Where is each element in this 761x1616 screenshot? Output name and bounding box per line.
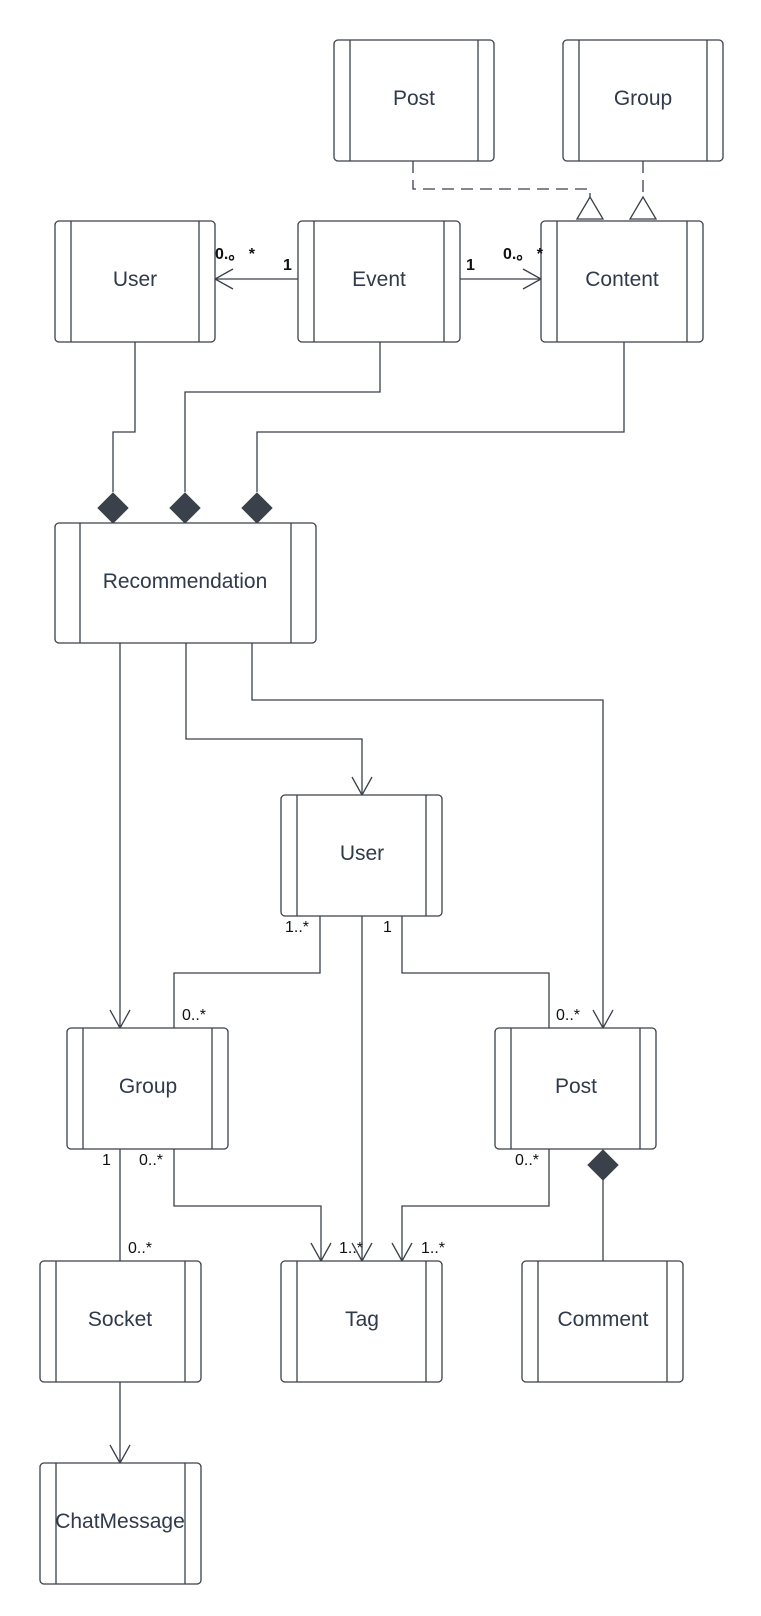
class-post-top[interactable]: Post bbox=[333, 39, 495, 162]
multiplicity-label: 1 bbox=[466, 257, 475, 274]
class-chatmessage[interactable]: ChatMessage bbox=[39, 1462, 202, 1585]
class-event[interactable]: Event bbox=[297, 220, 461, 343]
multiplicity-label: 1..* bbox=[339, 1240, 363, 1257]
edge-post-tag bbox=[401, 1149, 550, 1261]
composition-diamond bbox=[241, 492, 273, 524]
multiplicity-label: 0..* bbox=[182, 1007, 206, 1024]
edge-content-recommendation bbox=[256, 342, 625, 492]
edge-group-tag bbox=[173, 1149, 322, 1261]
class-tag[interactable]: Tag bbox=[280, 1260, 443, 1383]
composition-diamond bbox=[97, 492, 129, 524]
class-post[interactable]: Post bbox=[494, 1027, 657, 1150]
multiplicity-label: 0.。 * bbox=[503, 246, 544, 263]
class-label: Event bbox=[352, 268, 406, 291]
generalization-arrowhead bbox=[628, 195, 658, 220]
multiplicity-label: 1 bbox=[102, 1152, 111, 1169]
class-user-mid[interactable]: User bbox=[280, 794, 443, 917]
class-socket[interactable]: Socket bbox=[39, 1260, 202, 1383]
class-label: Recommendation bbox=[103, 570, 268, 593]
class-content[interactable]: Content bbox=[540, 220, 704, 343]
class-label: Comment bbox=[557, 1308, 648, 1331]
class-group-top[interactable]: Group bbox=[562, 39, 724, 162]
multiplicity-label: 1 bbox=[283, 257, 292, 274]
class-group[interactable]: Group bbox=[66, 1027, 229, 1150]
class-label: Post bbox=[555, 1075, 597, 1098]
multiplicity-label: 0.。 * bbox=[215, 246, 256, 263]
class-label: Group bbox=[614, 87, 672, 110]
class-comment[interactable]: Comment bbox=[521, 1260, 684, 1383]
class-label: Group bbox=[119, 1075, 177, 1098]
multiplicity-label: 1..* bbox=[421, 1240, 445, 1257]
multiplicity-label: 1 bbox=[383, 919, 392, 936]
edge-recommendation-post bbox=[251, 643, 604, 1028]
composition-diamond bbox=[587, 1149, 619, 1181]
multiplicity-label: 0..* bbox=[128, 1240, 152, 1257]
edge-post-content bbox=[412, 161, 591, 197]
edge-recommendation-user bbox=[185, 643, 363, 795]
class-label: Socket bbox=[88, 1308, 152, 1331]
generalization-arrowhead bbox=[575, 195, 605, 220]
class-label: Tag bbox=[345, 1308, 379, 1331]
multiplicity-label: 0..* bbox=[515, 1152, 539, 1169]
class-label: User bbox=[340, 842, 384, 865]
multiplicity-label: 1..* bbox=[285, 919, 309, 936]
multiplicity-label: 0..* bbox=[139, 1152, 163, 1169]
class-label: User bbox=[113, 268, 157, 291]
edge-user-group bbox=[173, 916, 321, 1028]
composition-diamond bbox=[169, 492, 201, 524]
edge-user-post bbox=[401, 916, 550, 1028]
class-recommendation[interactable]: Recommendation bbox=[54, 522, 317, 644]
class-label: Content bbox=[585, 268, 659, 291]
class-label: Post bbox=[393, 87, 435, 110]
multiplicity-label: 0..* bbox=[556, 1007, 580, 1024]
class-user-top[interactable]: User bbox=[54, 220, 216, 343]
edge-user-recommendation bbox=[112, 342, 136, 492]
edge-event-recommendation bbox=[184, 342, 381, 492]
class-label: ChatMessage bbox=[55, 1510, 185, 1533]
